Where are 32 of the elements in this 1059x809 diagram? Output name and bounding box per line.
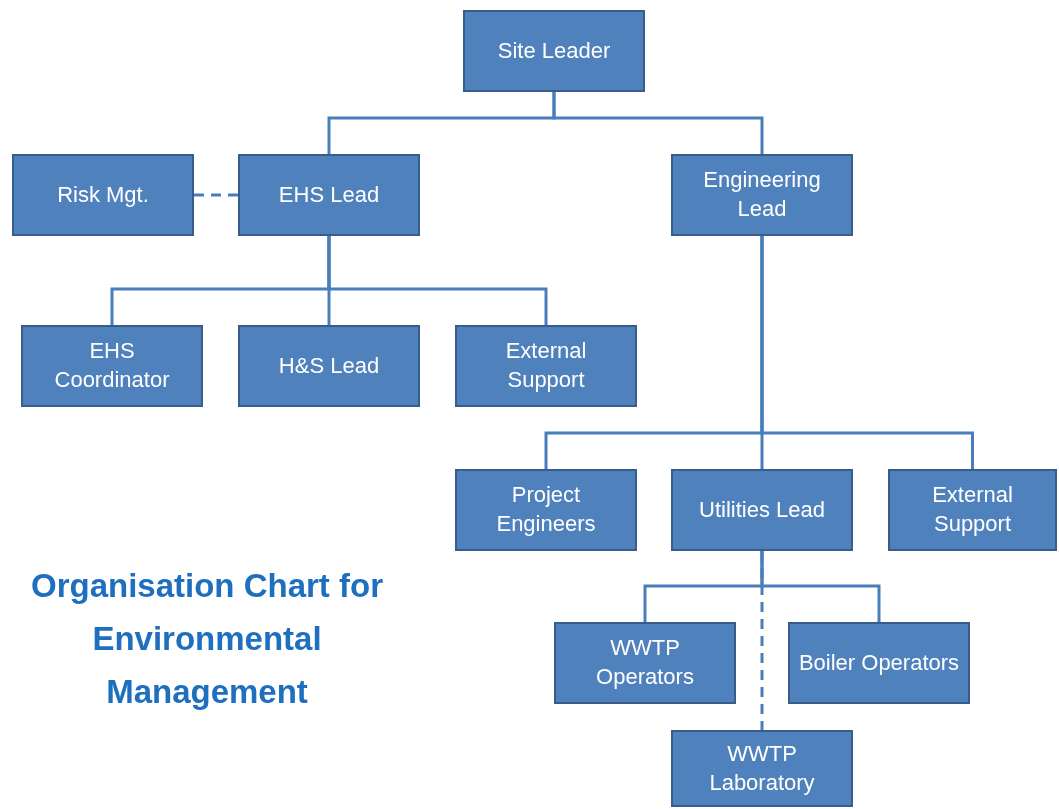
role-label: Engineering Lead	[702, 166, 822, 223]
role-box	[12, 154, 194, 236]
role-label: EHS Coordinator	[53, 337, 171, 394]
role-box	[455, 325, 637, 407]
role-box	[554, 622, 736, 704]
role-label: Risk Mgt.	[57, 180, 149, 209]
role-box	[671, 469, 853, 551]
role-label: Boiler Operators	[798, 648, 960, 677]
role-label: Site Leader	[497, 36, 611, 65]
role-box	[671, 730, 853, 807]
role-box	[888, 469, 1057, 551]
chart-title: Organisation Chart for Environmental Management	[30, 566, 384, 712]
role-box	[455, 469, 637, 551]
role-box	[238, 325, 420, 407]
role-box	[463, 10, 645, 92]
role-box	[21, 325, 203, 407]
connector-line	[760, 236, 974, 469]
role-box	[671, 154, 853, 236]
role-label: External Support	[931, 481, 1014, 538]
role-label: Project Engineers	[495, 481, 597, 538]
role-box	[788, 622, 970, 704]
role-label: H&S Lead	[278, 351, 380, 380]
role-label: WWTP Operators	[595, 634, 695, 691]
role-label: Utilities Lead	[699, 495, 825, 524]
connector-line	[552, 92, 764, 154]
dashed-connector-line	[194, 193, 238, 197]
dashed-connector-line	[760, 551, 764, 730]
role-box	[238, 154, 420, 236]
role-label: WWTP Laboratory	[708, 739, 816, 797]
role-label: External Support	[504, 337, 588, 394]
role-label: EHS Lead	[278, 180, 380, 209]
connector-line	[327, 236, 548, 325]
